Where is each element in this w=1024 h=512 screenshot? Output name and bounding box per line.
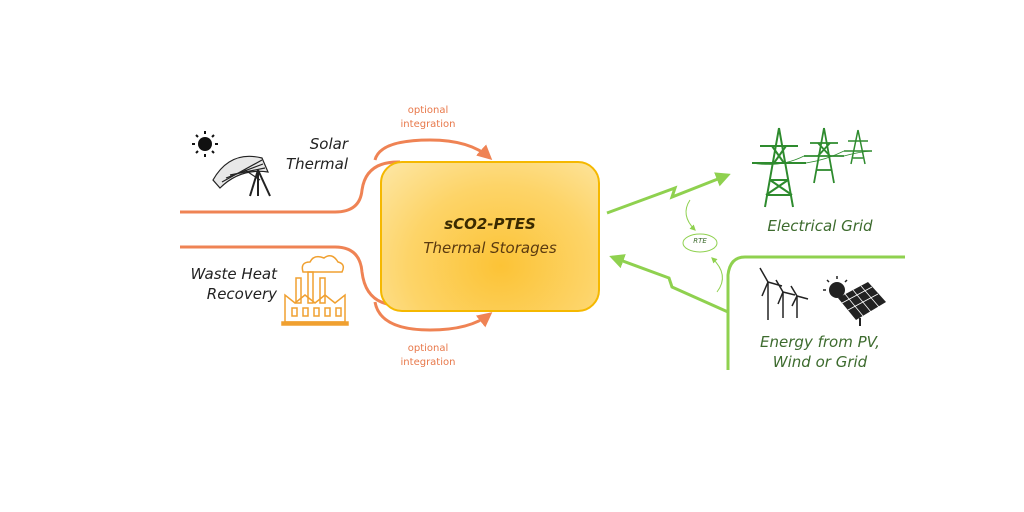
storage-subtitle: Thermal Storages [423, 239, 557, 257]
storage-title: sCO2-PTES [444, 215, 536, 233]
renewable-input-line [726, 255, 905, 370]
rte-down-arrow [685, 199, 696, 231]
pylon-icon [844, 129, 872, 165]
renewable-input-arrow [609, 254, 729, 314]
integration-top-arrow [373, 138, 493, 161]
wind-turbine-icon [775, 279, 796, 318]
wind-turbine-icon [790, 285, 809, 318]
rte-up-arrow [711, 257, 723, 293]
solar-heat-line [180, 160, 400, 214]
rte-label: RTE [693, 237, 707, 245]
solar-panel-icon [823, 276, 886, 326]
waste-heat-label: Waste Heat Recovery [190, 265, 277, 303]
sun-icon [192, 131, 218, 157]
grid-output-arrow [606, 172, 731, 215]
electrical-grid-label: Electrical Grid [767, 217, 873, 235]
solar-collector-icon [212, 155, 271, 197]
factory-icon [281, 255, 349, 326]
rte-badge [682, 233, 718, 253]
renewables-label: Energy from PV, Wind or Grid [760, 333, 880, 371]
wind-turbine-icon [759, 267, 783, 320]
pylon-icon [804, 127, 844, 184]
integration-top-note: optional integration [400, 105, 456, 130]
integration-bottom-note: optional integration [400, 343, 456, 368]
integration-bottom-arrow [373, 301, 493, 332]
power-lines [751, 150, 873, 165]
pylon-icon [752, 127, 806, 208]
storage-box: sCO2-PTES Thermal Storages [380, 161, 600, 312]
solar-thermal-label: Solar Thermal [285, 135, 348, 173]
